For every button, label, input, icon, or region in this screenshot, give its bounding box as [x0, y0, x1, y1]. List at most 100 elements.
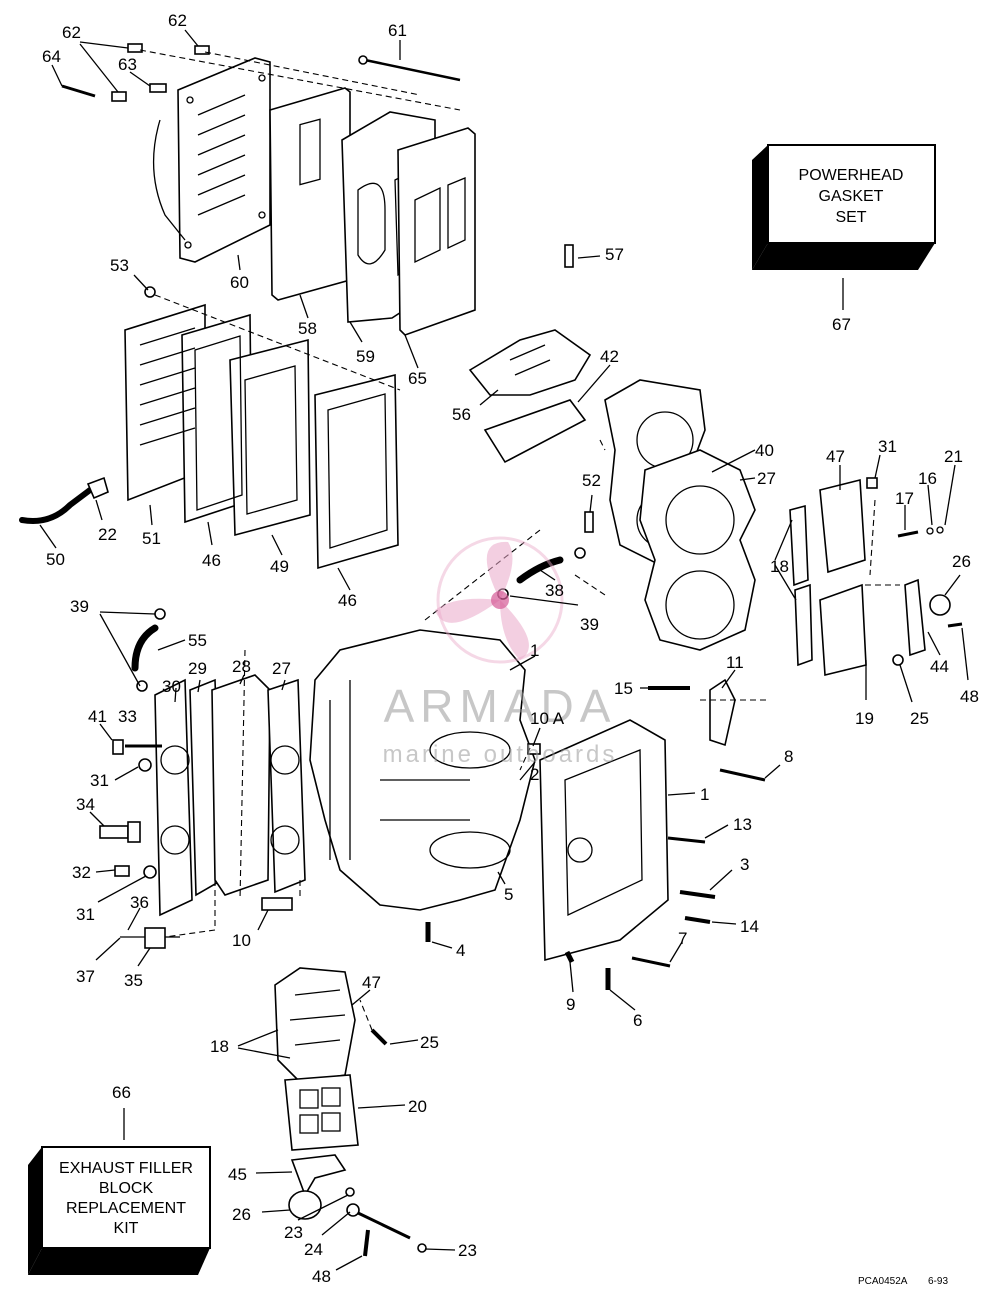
- callout-62: 62: [62, 23, 81, 42]
- callout-6: 6: [633, 1011, 642, 1030]
- gasket-58: [269, 87, 351, 301]
- callout-39-b: 39: [580, 615, 599, 634]
- parts-drawing: [19, 43, 963, 1257]
- callout-3: 3: [740, 855, 749, 874]
- callout-59: 59: [356, 347, 375, 366]
- callout-60: 60: [230, 273, 249, 292]
- callout-10a: 10 A: [530, 709, 565, 728]
- callout-32: 32: [72, 863, 91, 882]
- callout-49: 49: [270, 557, 289, 576]
- gasket-65: [397, 127, 476, 336]
- callout-37: 37: [76, 967, 95, 986]
- hose-50: [19, 476, 109, 524]
- callout-23: 23: [284, 1223, 303, 1242]
- callout-58: 58: [298, 319, 317, 338]
- callout-47: 47: [826, 447, 845, 466]
- callout-42: 42: [600, 347, 619, 366]
- callout-44: 44: [930, 657, 949, 676]
- callout-labels: 62 62 64 63 61 60 58 59 65 67 53 57 42 5…: [42, 11, 979, 1286]
- callout-2: 2: [530, 765, 539, 784]
- exhaust-line-1: EXHAUST FILLER: [59, 1160, 193, 1177]
- callout-9: 9: [566, 995, 575, 1014]
- callout-62-b: 62: [168, 11, 187, 30]
- callout-31: 31: [878, 437, 897, 456]
- callout-20: 20: [408, 1097, 427, 1116]
- callout-65: 65: [408, 369, 427, 388]
- exhaust-line-2: BLOCK: [99, 1180, 154, 1197]
- bracket-11: [709, 678, 736, 747]
- callout-1: 1: [530, 641, 539, 660]
- callout-56: 56: [452, 405, 471, 424]
- powerhead-gasket-set-box: POWERHEAD GASKET SET: [752, 144, 936, 270]
- leader-lines: [39, 29, 969, 1271]
- clip-31: [138, 758, 152, 772]
- callout-48-b: 48: [312, 1267, 331, 1286]
- armada-watermark: ARMADA marine outboards: [383, 536, 618, 768]
- callout-46: 46: [202, 551, 221, 570]
- callout-45: 45: [228, 1165, 247, 1184]
- dowel-10: [261, 897, 293, 911]
- exhaust-line-4: KIT: [114, 1220, 139, 1237]
- callout-47-b: 47: [362, 973, 381, 992]
- watermark-brand: ARMADA: [384, 680, 617, 732]
- reference-code-text: PCA0452A: [858, 1276, 908, 1287]
- bracket-52: [584, 511, 594, 533]
- callout-46-b: 46: [338, 591, 357, 610]
- callout-27-b: 27: [272, 659, 291, 678]
- callout-14: 14: [740, 917, 759, 936]
- callout-21: 21: [944, 447, 963, 466]
- callout-67: 67: [832, 315, 851, 334]
- callout-34: 34: [76, 795, 95, 814]
- callout-31-c: 31: [76, 905, 95, 924]
- callout-7: 7: [678, 929, 687, 948]
- callout-15: 15: [614, 679, 633, 698]
- powerhead-line-1: POWERHEAD: [799, 167, 904, 184]
- callout-26: 26: [952, 552, 971, 571]
- callout-50: 50: [46, 550, 65, 569]
- callout-33: 33: [118, 707, 137, 726]
- callout-35: 35: [124, 971, 143, 990]
- head-gasket-27: [639, 449, 756, 651]
- exhaust-filler-block-kit-box: EXHAUST FILLER BLOCK REPLACEMENT KIT: [28, 1146, 211, 1275]
- callout-39: 39: [70, 597, 89, 616]
- crankcase-half-1: [539, 719, 669, 962]
- bolt-61: [358, 55, 461, 82]
- callout-30: 30: [162, 677, 181, 696]
- watermark-tagline: marine outboards: [383, 741, 618, 768]
- bypass-cover-stack: [124, 303, 399, 570]
- callout-28: 28: [232, 657, 251, 676]
- callout-16: 16: [918, 469, 937, 488]
- bracket-41: [112, 739, 124, 755]
- callout-5: 5: [504, 885, 513, 904]
- nut-32: [114, 865, 130, 877]
- callout-18-b: 18: [210, 1037, 229, 1056]
- callout-51: 51: [142, 529, 161, 548]
- callout-24: 24: [304, 1240, 323, 1259]
- sensor-34: [99, 821, 141, 843]
- callout-25: 25: [910, 709, 929, 728]
- callout-26-b: 26: [232, 1205, 251, 1224]
- reference-code: PCA0452A 6-93: [858, 1276, 948, 1287]
- callout-4: 4: [456, 941, 465, 960]
- exhaust-line-3: REPLACEMENT: [66, 1200, 186, 1217]
- clip-31b: [143, 865, 157, 879]
- callout-36: 36: [130, 893, 149, 912]
- reference-date-text: 6-93: [928, 1276, 948, 1287]
- callout-66: 66: [112, 1083, 131, 1102]
- bypass-valve-47: [789, 477, 963, 677]
- callout-63: 63: [118, 55, 137, 74]
- callout-40: 40: [755, 441, 774, 460]
- callout-41: 41: [88, 707, 107, 726]
- exhaust-block-20: [274, 967, 359, 1151]
- callout-18: 18: [770, 557, 789, 576]
- callout-13: 13: [733, 815, 752, 834]
- cylinder-block-1: [309, 629, 536, 911]
- callout-31-b: 31: [90, 771, 109, 790]
- callout-1-b: 1: [700, 785, 709, 804]
- callout-55: 55: [188, 631, 207, 650]
- callout-22: 22: [98, 525, 117, 544]
- callout-29: 29: [188, 659, 207, 678]
- callout-48: 48: [960, 687, 979, 706]
- callout-52: 52: [582, 471, 601, 490]
- powerhead-line-2: GASKET: [819, 188, 884, 205]
